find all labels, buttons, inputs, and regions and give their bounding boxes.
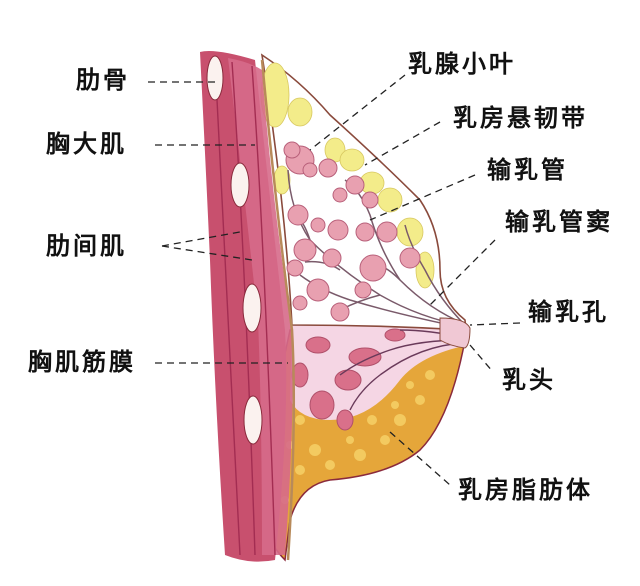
label-pectoral-fascia: 胸肌筋膜 — [28, 348, 136, 376]
pectoral-fascia-line — [260, 59, 296, 561]
label-nipple: 乳头 — [502, 366, 556, 394]
label-intercostal-muscle: 肋间肌 — [46, 232, 127, 260]
label-breast-fat: 乳房脂肪体 — [458, 476, 593, 504]
glandular-tissue-lower — [290, 324, 468, 420]
nipple-shape — [439, 317, 471, 349]
fat-texture — [281, 370, 435, 504]
label-suspensory-ligament: 乳房悬韧带 — [453, 104, 588, 132]
gland-lobes — [291, 328, 406, 431]
label-mammary-lobule: 乳腺小叶 — [408, 50, 516, 78]
label-lactiferous-pore: 输乳孔 — [528, 298, 609, 326]
muscle-fibers — [214, 59, 276, 556]
label-lactiferous-duct: 输乳管 — [487, 156, 568, 184]
label-rib: 肋骨 — [76, 66, 130, 94]
leader-lines — [148, 74, 521, 486]
label-pectoralis-major: 胸大肌 — [46, 130, 127, 158]
label-lactiferous-sinus: 输乳管窦 — [505, 208, 613, 236]
ribs — [206, 55, 263, 445]
mammary-lobules — [283, 141, 421, 322]
